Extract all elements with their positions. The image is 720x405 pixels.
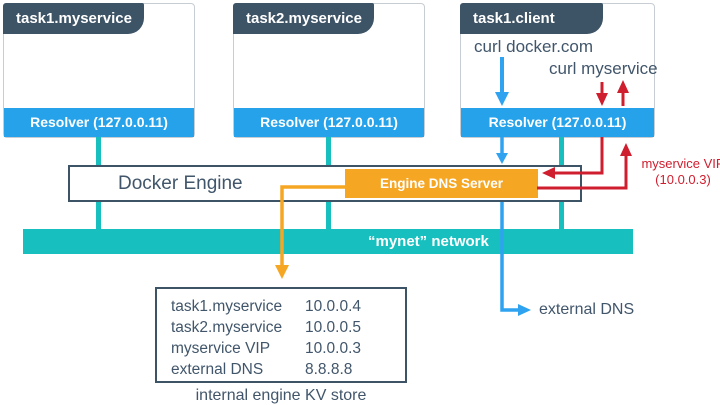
mynet-network-label: “mynet” network <box>368 233 489 250</box>
kv-key: task2.myservice <box>171 319 283 336</box>
container-task1-myservice: task1.myservice Resolver (127.0.0.11) <box>3 3 195 138</box>
myservice-vip-line2: (10.0.0.3) <box>655 172 711 187</box>
container-task2-myservice: task2.myservice Resolver (127.0.0.11) <box>233 3 425 138</box>
container-title-tab: task2.myservice <box>233 3 374 34</box>
kv-value: 8.8.8.8 <box>305 361 353 378</box>
kv-store-table: task1.myservice 10.0.0.4 task2.myservice… <box>155 287 407 383</box>
kv-row: external DNS 8.8.8.8 <box>171 359 405 380</box>
kv-row: task1.myservice 10.0.0.4 <box>171 296 405 317</box>
resolver-bar: Resolver (127.0.0.11) <box>461 108 654 137</box>
kv-store-caption: internal engine KV store <box>195 387 367 404</box>
docker-engine-label: Docker Engine <box>118 173 243 194</box>
container-title-tab: task1.client <box>460 3 603 34</box>
myservice-vip-label: myservice VIP (10.0.0.3) <box>633 156 720 188</box>
container-task1-client: task1.client Resolver (127.0.0.11) <box>460 3 655 138</box>
kv-value: 10.0.0.4 <box>305 298 362 315</box>
kv-key: myservice VIP <box>171 340 271 357</box>
kv-row: task2.myservice 10.0.0.5 <box>171 317 405 338</box>
external-dns-label: external DNS <box>539 301 635 318</box>
kv-value: 10.0.0.5 <box>305 319 362 336</box>
resolver-bar: Resolver (127.0.0.11) <box>4 108 194 137</box>
resolver-to-engine-arrow <box>496 137 508 164</box>
kv-key: external DNS <box>171 361 264 378</box>
engine-dns-server-box: Engine DNS Server <box>345 169 538 198</box>
resolver-bar: Resolver (127.0.0.11) <box>234 108 424 137</box>
curl-docker-label: curl docker.com <box>474 37 594 56</box>
container-title-tab: task1.myservice <box>3 3 144 34</box>
external-dns-arrow <box>500 202 531 316</box>
docker-engine-box: Docker Engine Engine DNS Server <box>68 165 582 202</box>
mynet-network-bar: “mynet” network <box>23 229 633 254</box>
curl-myservice-label: curl myservice <box>549 59 658 78</box>
kv-row: myservice VIP 10.0.0.3 <box>171 338 405 359</box>
myservice-vip-line1: myservice VIP <box>641 156 720 171</box>
kv-key: task1.myservice <box>171 298 283 315</box>
kv-value: 10.0.0.3 <box>305 340 362 357</box>
